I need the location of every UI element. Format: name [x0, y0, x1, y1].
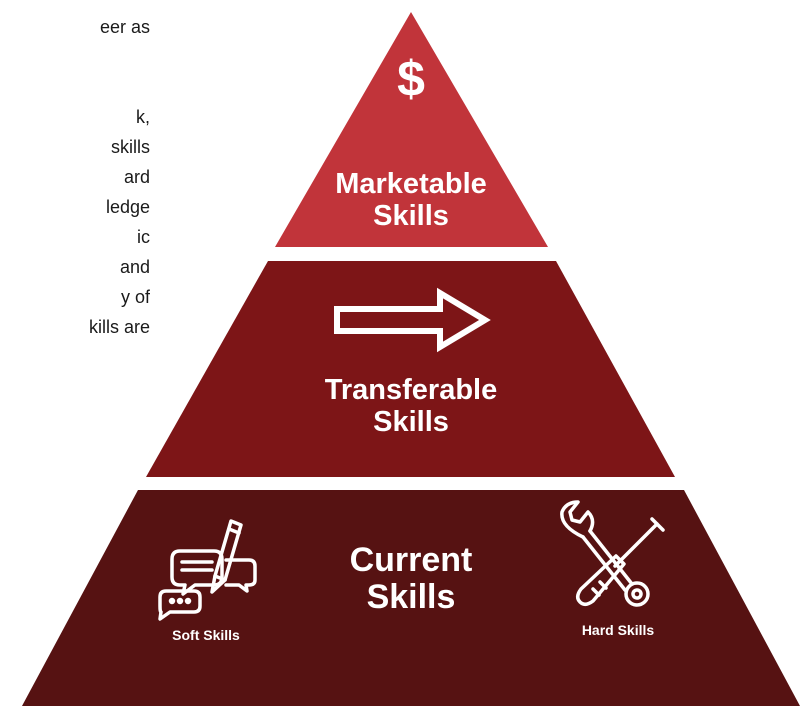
marketable-skills-label: Marketable Skills — [335, 168, 487, 233]
intro-line: ard — [123, 167, 150, 187]
intro-line: and — [119, 257, 150, 277]
soft-skills-label: Soft Skills — [172, 627, 240, 643]
marketable-skills-tier — [275, 12, 548, 247]
current-skills-tier — [22, 490, 800, 706]
pencil-chat-icon — [158, 519, 257, 621]
intro-line: eer as — [99, 17, 150, 37]
intro-line: ic — [137, 227, 150, 247]
dollar-icon: $ — [397, 51, 425, 107]
hard-skills-label: Hard Skills — [581, 622, 655, 638]
intro-line: k, — [135, 107, 150, 127]
intro-line: kills are — [88, 317, 150, 337]
intro-line: y of — [120, 287, 150, 307]
wrench-screwdriver-icon — [560, 500, 665, 607]
transferable-skills-label: Transferable Skills — [324, 374, 498, 439]
transferable-skills-tier — [146, 261, 675, 477]
right-arrow-icon — [334, 287, 491, 353]
intro-line: ledge — [105, 197, 150, 217]
current-skills-label: Current Skills — [349, 541, 473, 616]
intro-line: skills — [111, 137, 150, 157]
intro-text: eer as k, skills ard ledge ic and y of k… — [0, 0, 150, 400]
